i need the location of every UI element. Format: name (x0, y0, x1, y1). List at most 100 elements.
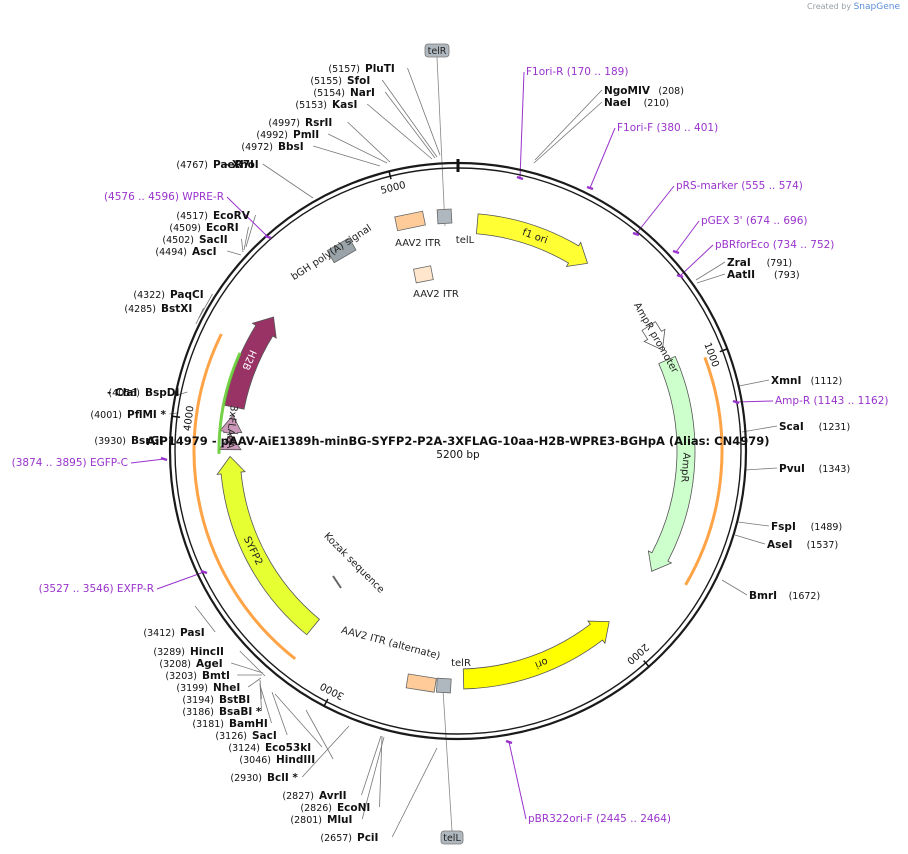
plasmid-size: 5200 bp (436, 449, 480, 461)
enzyme-pos-avrii: (2827) (282, 791, 314, 802)
aav2-itr-alternate-box (405, 673, 437, 693)
snapgene-credit: Created by SnapGene (807, 2, 900, 12)
enzyme-leader (381, 79, 438, 158)
tick-mark (172, 415, 181, 418)
enzyme-pos-sfoi: (5155) (310, 76, 342, 87)
enzyme-leader (347, 121, 391, 163)
3xflag-label: 3xFLAG (223, 405, 238, 444)
enzyme-leader (305, 709, 334, 760)
enzyme-nhei: NheI (213, 682, 240, 694)
enzyme-pos-bsabi: (3186) (182, 707, 214, 718)
tel-top-leader (436, 56, 446, 227)
enzyme-leader (195, 307, 204, 325)
ampr-promoter-feature (641, 321, 666, 351)
enzyme-bmti: BmtI (202, 670, 230, 682)
enzyme-leader (194, 605, 216, 633)
enzyme-pos-bspdi: (4056) (108, 388, 140, 399)
3xflag-feature (219, 414, 243, 435)
enzyme-pos-naei: (210) (644, 98, 670, 109)
tel-tag-top-label: telR (428, 46, 447, 57)
enzyme-pos-econi: (2826) (300, 803, 332, 814)
enzyme-companion: - XhoI (224, 159, 259, 171)
enzyme-leader (243, 226, 249, 251)
enzyme-ecori: EcoRI (206, 222, 239, 234)
enzyme-pos-bbsi: (4972) (241, 142, 273, 153)
enzyme-pos-bamhi: (3181) (192, 719, 224, 730)
enzyme-leader (407, 67, 441, 156)
f1-ori-feature (475, 213, 589, 268)
enzyme-nari: NarI (350, 87, 375, 99)
primer-leader (589, 127, 616, 189)
enzyme-leader (241, 238, 244, 253)
tell-box (436, 208, 453, 225)
tick-label: 1000 (701, 341, 720, 369)
enzyme-leader (741, 425, 778, 433)
enzyme-leader (259, 682, 262, 712)
primer-site (732, 399, 740, 405)
enzyme-bcli: BclI * (267, 772, 298, 784)
tick-mark (388, 171, 392, 180)
enzyme-bstxi: BstXI (161, 303, 192, 315)
enzyme-eco53ki: Eco53kI (265, 742, 311, 754)
kozak-marker (332, 575, 342, 589)
enzyme-ngomiv: NgoMIV (604, 85, 651, 97)
enzyme-pos-aatii: (793) (774, 270, 800, 281)
primer-pbrforeco: pBRforEco (734 .. 752) (715, 239, 834, 251)
telr-box (435, 677, 452, 694)
enzyme-leader (176, 391, 188, 396)
enzyme-pos-bstbi: (3194) (182, 695, 214, 706)
bgh-poly-a-signal-box (326, 237, 357, 264)
enzyme-ecorv: EcoRV (213, 210, 251, 222)
enzyme-pos-fspi: (1489) (811, 522, 843, 533)
enzyme-pos-nari: (5154) (313, 88, 345, 99)
primer-site (516, 175, 524, 181)
ori-feature (462, 620, 610, 690)
enzyme-leader (695, 261, 726, 281)
enzyme-leader (274, 693, 323, 748)
ampr-promoter-label: AmpR promoter (631, 301, 680, 376)
enzyme-pmli: PmlI (293, 129, 319, 141)
primer-site (505, 739, 513, 745)
enzyme-pcii: PciI (357, 832, 378, 844)
enzyme-bbsi: BbsI (278, 141, 304, 153)
primer-site (264, 234, 272, 240)
enzyme-leader (227, 250, 242, 256)
enzyme-leader (534, 89, 603, 161)
tick-label: 3000 (318, 680, 346, 702)
enzyme-leader (231, 662, 264, 674)
primer-site (672, 249, 680, 255)
enzyme-pos-scai: (1231) (819, 422, 851, 433)
aav2-itr-inner-box (413, 265, 434, 284)
enzyme-pos-ecori: (4509) (169, 223, 201, 234)
enzyme-xmni: XmnI (771, 375, 801, 387)
enzyme-leader (734, 534, 766, 545)
enzyme-leader (313, 145, 381, 167)
enzyme-pos-bstxi: (4285) (124, 304, 156, 315)
enzyme-bspdi: BspDI (145, 387, 179, 399)
primer-f1ori-f: F1ori-F (380 .. 401) (617, 122, 718, 134)
primer-leader (130, 458, 165, 464)
enzyme-leader (239, 650, 266, 677)
primer-leader (635, 185, 675, 235)
tel-tag-bottom-label: telL (443, 833, 461, 844)
enzyme-pos-eco53ki: (3124) (228, 743, 260, 754)
enzyme-bamhi: BamHI (229, 718, 268, 730)
enzyme-pvui: PvuI (779, 463, 805, 475)
enzyme-pasi: PasI (180, 627, 205, 639)
enzyme-pos-paer7i: (4767) (176, 160, 208, 171)
enzyme-pflmi: PflMI * (127, 409, 166, 421)
enzyme-leader (301, 725, 350, 778)
enzyme-leader (361, 735, 382, 796)
primer-leader (519, 71, 525, 179)
enzyme-leader (391, 747, 438, 838)
box-label-aav2-itr: AAV2 ITR (395, 238, 441, 249)
enzyme-pos-sacii: (4502) (162, 235, 194, 246)
primer-amp-r: Amp-R (1143 .. 1162) (775, 395, 889, 407)
primer-site (676, 273, 684, 279)
enzyme-paqci: PaqCI (170, 289, 204, 301)
primer-pbr322ori-f: pBR322ori-F (2445 .. 2464) (528, 813, 671, 825)
enzyme-agei: AgeI (196, 658, 223, 670)
primer-egfp-c: (3874 .. 3895) EGFP-C (12, 457, 128, 469)
enzyme-pos-kasi: (5153) (295, 100, 327, 111)
primer-site (200, 569, 208, 575)
